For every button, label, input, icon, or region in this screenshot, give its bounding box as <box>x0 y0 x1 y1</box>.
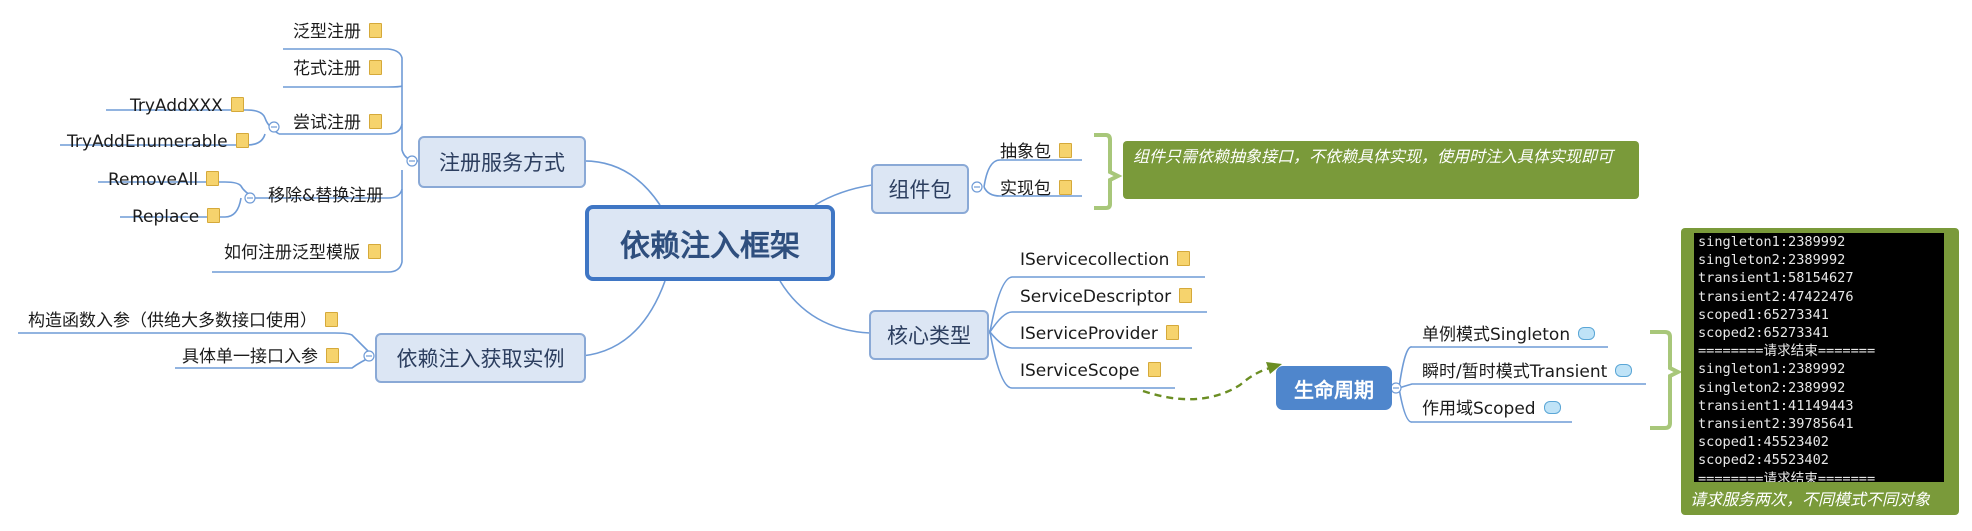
console-line: transient1:41149443 <box>1698 397 1854 414</box>
console-line: singleton2:2389992 <box>1698 252 1846 269</box>
lifecycle-item-singleton[interactable]: 单例模式Singleton <box>1422 324 1596 346</box>
lifecycle-item-transient[interactable]: 瞬时/暂时模式Transient <box>1422 361 1633 383</box>
try-item-tryaddxxx[interactable]: TryAddXXX <box>130 95 244 117</box>
note-icon <box>235 133 249 148</box>
package-callout: 组件只需依赖抽象接口，不依赖具体实现，使用时注入具体实现即可 <box>1123 141 1639 199</box>
console-line: scoped2:65273341 <box>1698 325 1829 342</box>
core-item-serviceprovider[interactable]: IServiceProvider <box>1020 323 1179 345</box>
topic-core[interactable]: 核心类型 <box>869 310 989 360</box>
connector-central-resolve <box>581 280 666 357</box>
console-line: scoped2:45523402 <box>1698 452 1829 469</box>
console-line: transient1:58154627 <box>1698 270 1854 287</box>
register-item-template[interactable]: 如何注册泛型模版 <box>224 242 381 264</box>
lifecycle-summary-bracket <box>1650 330 1683 430</box>
note-icon <box>1177 251 1191 266</box>
lifecycle-item-scoped[interactable]: 作用域Scoped <box>1422 398 1561 420</box>
note-icon <box>326 348 339 363</box>
note-icon <box>1059 180 1072 195</box>
central-topic[interactable]: 依赖注入框架 <box>585 205 835 281</box>
console-line: singleton1:2389992 <box>1698 234 1846 250</box>
note-icon <box>207 208 221 223</box>
register-item-generic[interactable]: 泛型注册 <box>293 21 382 43</box>
topic-package[interactable]: 组件包 <box>871 164 969 214</box>
note-icon <box>1179 288 1193 303</box>
register-item-remove-replace[interactable]: 移除&替换注册 <box>268 186 384 206</box>
console-line: ========请求结束======= <box>1698 470 1876 482</box>
topic-register[interactable]: 注册服务方式 <box>418 136 586 188</box>
connector-central-register <box>581 160 661 206</box>
note-icon <box>1165 325 1179 340</box>
register-item-fancy[interactable]: 花式注册 <box>293 58 382 80</box>
topic-resolve[interactable]: 依赖注入获取实例 <box>375 333 586 383</box>
console-line: transient2:39785641 <box>1698 416 1854 433</box>
comment-icon[interactable] <box>1543 401 1561 414</box>
connector-central-package <box>814 184 873 206</box>
console-line: scoped1:45523402 <box>1698 434 1829 451</box>
note-icon <box>369 23 382 38</box>
core-item-servicedescriptor[interactable]: ServiceDescriptor <box>1020 286 1193 308</box>
console-line: singleton2:2389992 <box>1698 379 1846 396</box>
note-icon <box>368 244 381 259</box>
comment-icon[interactable] <box>1578 327 1596 340</box>
note-icon <box>1147 362 1161 377</box>
core-item-servicecollection[interactable]: IServicecollection <box>1020 249 1191 271</box>
topic-lifecycle[interactable]: 生命周期 <box>1276 366 1392 410</box>
relation-arrow-scope-lifecycle <box>1142 366 1271 401</box>
package-summary-bracket <box>1094 133 1123 210</box>
note-icon <box>369 60 382 75</box>
console-caption: 请求服务两次，不同模式不同对象 <box>1690 490 1931 509</box>
register-item-try[interactable]: 尝试注册 <box>293 112 382 134</box>
resolve-item-single-interface[interactable]: 具体单一接口入参 <box>182 346 339 368</box>
note-icon <box>206 171 220 186</box>
comment-icon[interactable] <box>1615 364 1633 377</box>
replace-item-replace[interactable]: Replace <box>132 206 221 228</box>
note-icon <box>1059 143 1072 158</box>
console-line: transient2:47422476 <box>1698 288 1854 305</box>
console-line: singleton1:2389992 <box>1698 361 1846 378</box>
package-item-abstract[interactable]: 抽象包 <box>1000 141 1072 163</box>
note-icon <box>369 114 382 129</box>
core-item-servicescope[interactable]: IServiceScope <box>1020 360 1161 382</box>
note-icon <box>325 312 338 327</box>
relation-arrowhead <box>1266 362 1282 374</box>
connector-central-core <box>779 280 871 334</box>
note-icon <box>230 97 244 112</box>
try-item-tryaddenumerable[interactable]: TryAddEnumerable <box>67 131 249 153</box>
console-output: singleton1:2389992 singleton2:2389992 tr… <box>1694 233 1944 482</box>
console-line: scoped1:65273341 <box>1698 306 1829 323</box>
package-item-impl[interactable]: 实现包 <box>1000 178 1072 200</box>
replace-item-removeall[interactable]: RemoveAll <box>108 169 220 191</box>
console-line: ========请求结束======= <box>1698 343 1876 360</box>
resolve-item-constructor[interactable]: 构造函数入参（供绝大多数接口使用） <box>28 310 338 332</box>
